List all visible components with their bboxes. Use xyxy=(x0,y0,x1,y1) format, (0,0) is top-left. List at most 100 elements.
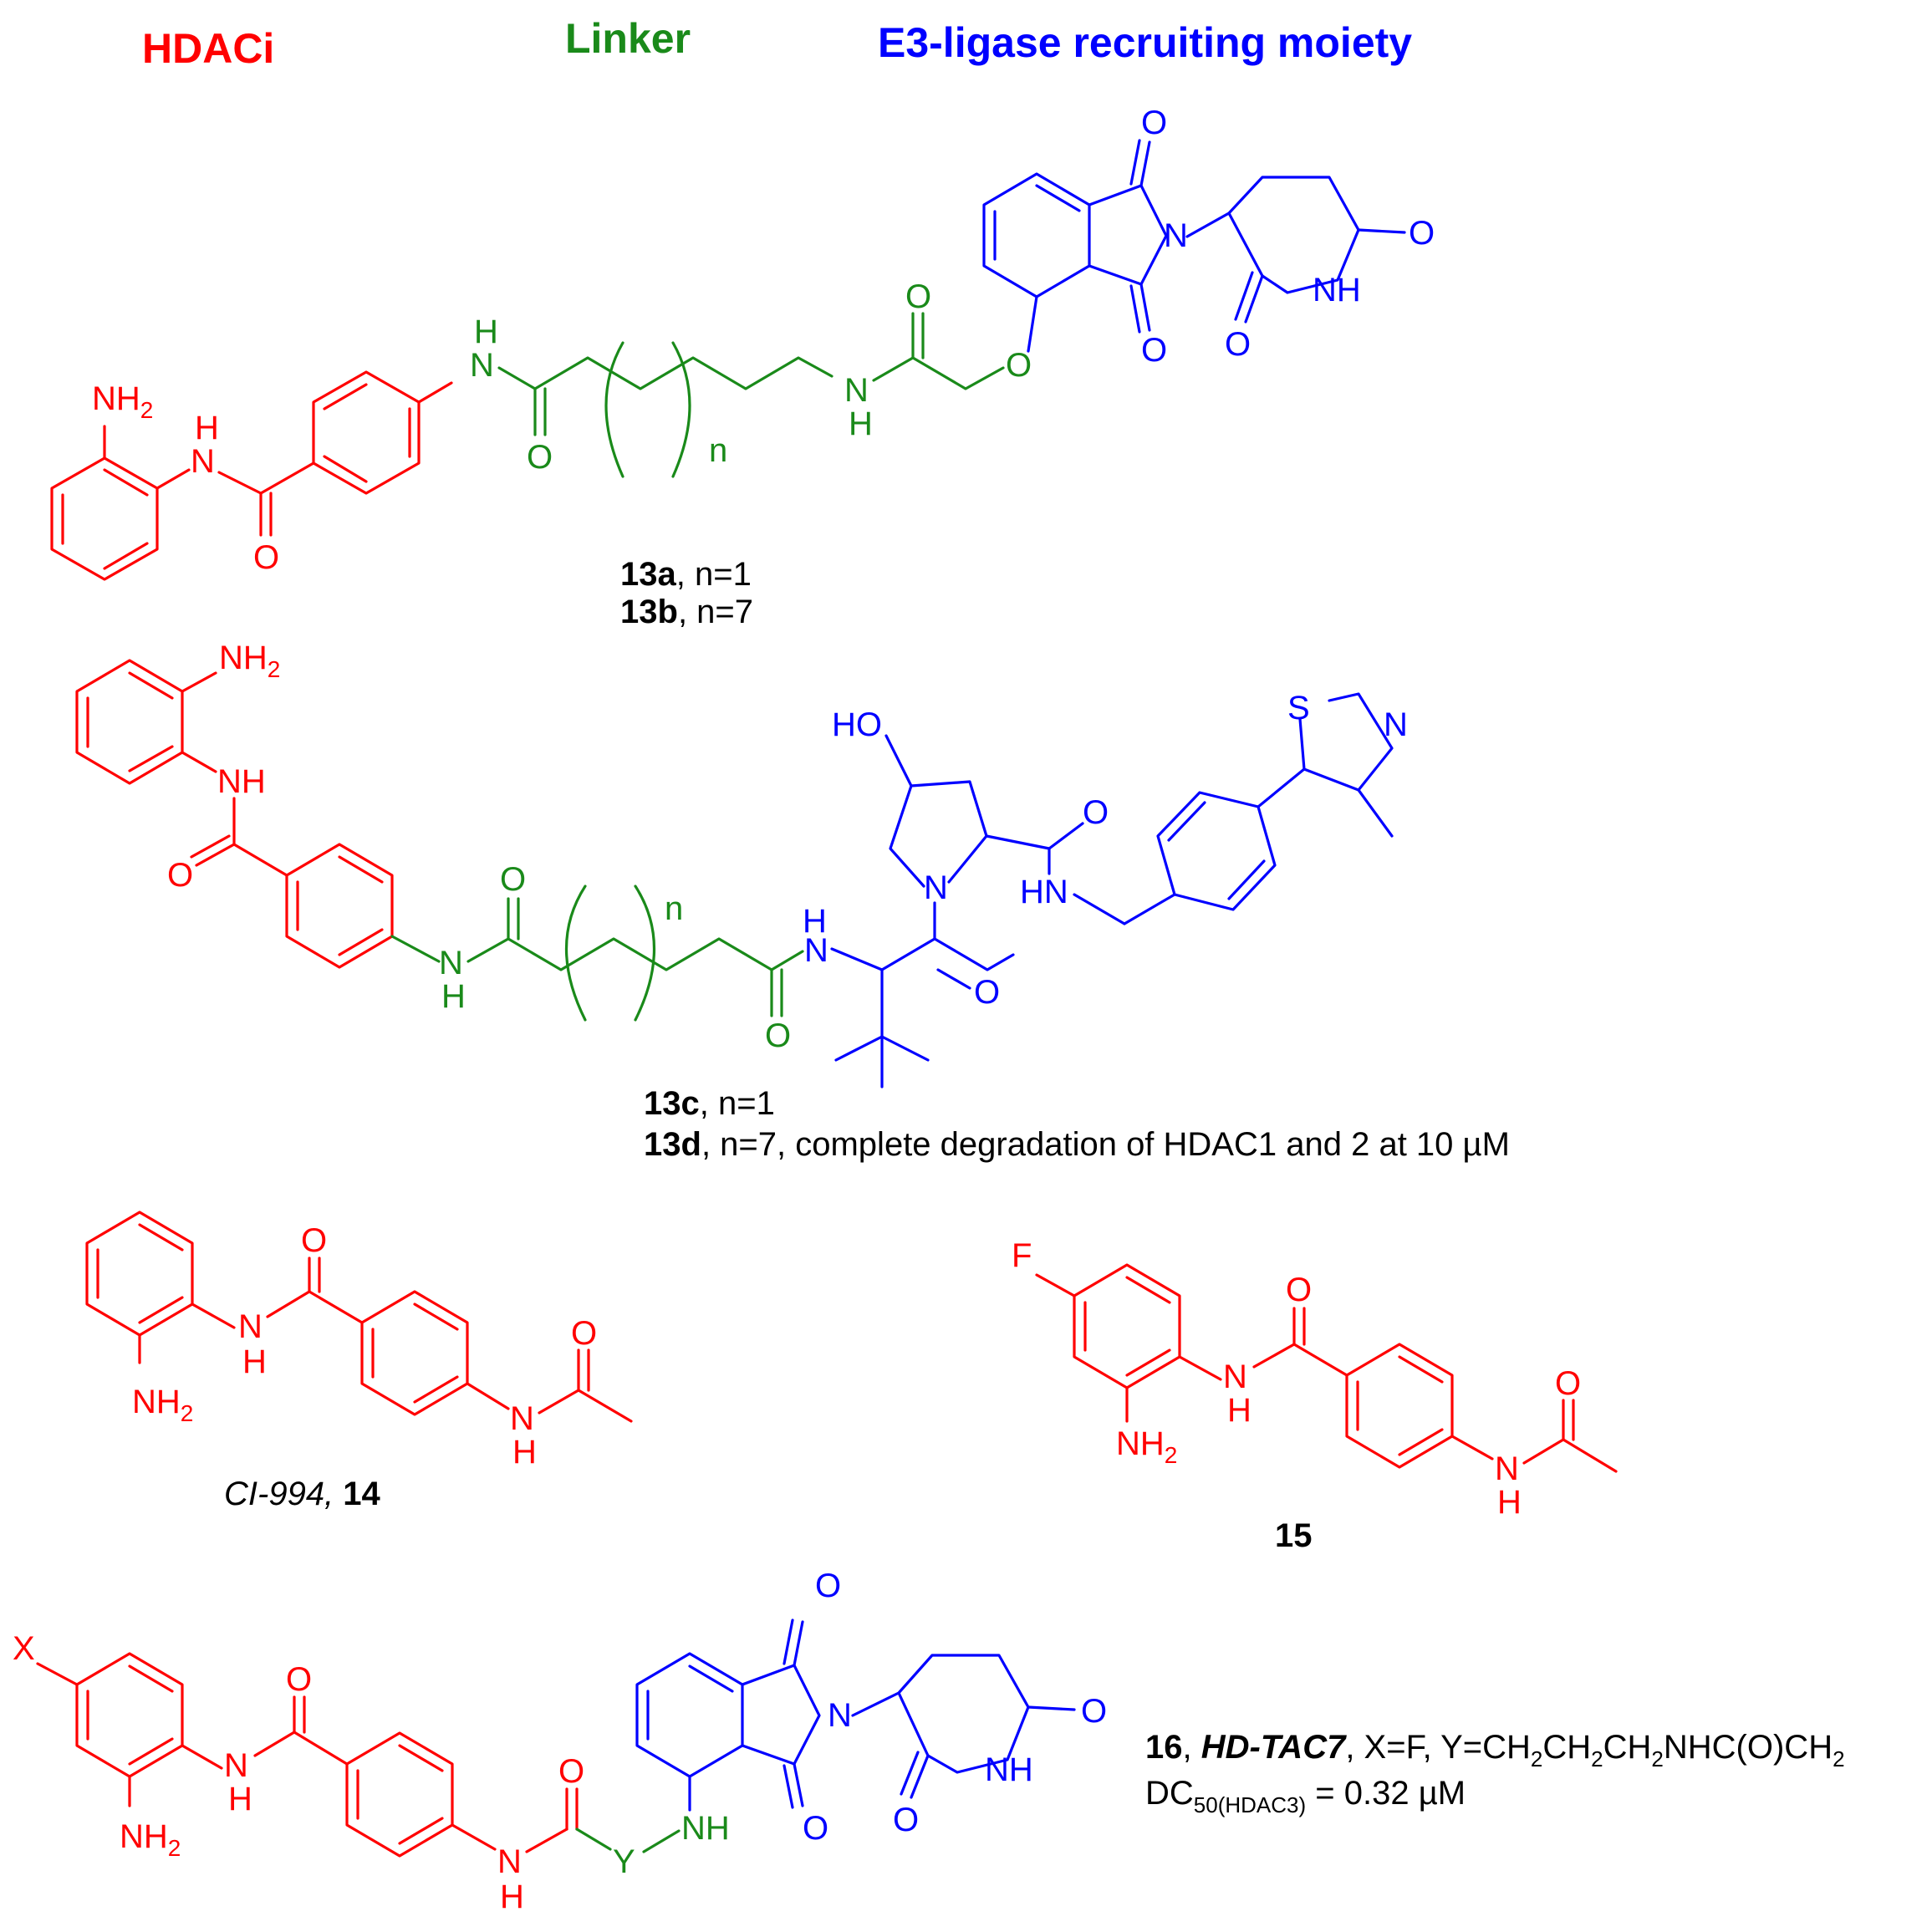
phthalimide-benzo-16 xyxy=(635,1652,744,1778)
imide-co1b-16 xyxy=(782,1618,794,1665)
co-double2-13cd xyxy=(190,834,231,859)
pro-n-13cd: N xyxy=(924,869,948,906)
benzyl-ch2-13cd xyxy=(1073,893,1126,925)
hn-label-13cd: HN xyxy=(1020,874,1068,910)
repeat-n-13ab: n xyxy=(709,432,727,469)
acet-o-15: O xyxy=(1555,1365,1581,1402)
amide-n-bond-13ab xyxy=(155,468,191,490)
f-bond-15 xyxy=(1035,1273,1076,1297)
linker-n2-13ab: N xyxy=(844,372,869,409)
amide-n-15: N xyxy=(1223,1359,1247,1395)
caption-16-dc50: DC50(HDAC3) = 0.32 µM xyxy=(1145,1775,1466,1817)
co-double-13cd xyxy=(195,843,236,867)
ring-nh-14 xyxy=(466,1382,510,1410)
aniline-ring-13cd xyxy=(75,659,184,785)
nh2-label-15: NH2 xyxy=(1116,1425,1177,1468)
glut-nh-16: NH xyxy=(985,1751,1033,1788)
imide-o1-16: O xyxy=(815,1568,841,1604)
n-carbonyl-14 xyxy=(266,1290,311,1318)
linker-h-13ab: H xyxy=(474,314,498,350)
imide-co1b-13ab xyxy=(1129,139,1141,186)
amide-bond-16 xyxy=(181,1744,223,1770)
glut-co1-16 xyxy=(1027,1705,1076,1711)
benzamide-ring-13ab xyxy=(312,370,421,495)
vhl-n-13cd: N xyxy=(804,932,828,969)
linker-o2-13ab: O xyxy=(905,278,931,315)
phthalimide-ring-16 xyxy=(741,1664,821,1766)
amide-h-15: H xyxy=(1227,1392,1251,1429)
carbonyl-ring-13cd xyxy=(232,843,288,877)
compound-15-structure: F NH2 N H O N H O xyxy=(1012,1237,1618,1521)
amide-h-14: H xyxy=(242,1343,267,1380)
aniline-ring-16 xyxy=(75,1652,184,1778)
glut-co2b-13ab xyxy=(1234,271,1254,321)
ring-nh-bond-13ab xyxy=(417,381,453,404)
carbonyl-ring-bond-13ab xyxy=(259,461,315,495)
carbonyl-ring-16 xyxy=(293,1731,349,1766)
benzamide-ring-15 xyxy=(1345,1343,1454,1469)
imide-co2b-16 xyxy=(782,1764,794,1809)
linker-chain-13ab xyxy=(497,356,833,390)
amide-n-14: N xyxy=(238,1308,263,1345)
imide-co2b-13ab xyxy=(1129,284,1141,334)
imide-n-13ab: N xyxy=(1164,217,1188,254)
ring-nh-bond-13cd xyxy=(390,935,441,963)
repeat-bracket-right-13cd xyxy=(634,884,656,1022)
urea-o-16: O xyxy=(558,1753,584,1790)
linker-h2-13ab: H xyxy=(849,405,873,442)
linker-o-13cd: O xyxy=(500,861,526,898)
thiazole-bond-13cd xyxy=(1257,767,1306,808)
ether-o-13ab: O xyxy=(1006,347,1032,384)
amide-nh-13cd: NH xyxy=(217,763,266,800)
urea-y-bond-16 xyxy=(575,1827,612,1851)
acet-h-15: H xyxy=(1497,1484,1522,1521)
benzamide-ring-16 xyxy=(345,1731,454,1858)
benzamide-ring-14 xyxy=(360,1290,469,1416)
linker-n-13ab: N xyxy=(470,347,494,384)
glut-nh-13ab: NH xyxy=(1313,272,1361,308)
fluoro-f-15: F xyxy=(1012,1237,1032,1274)
amide-n-13ab: N xyxy=(191,443,215,480)
glut-co2-13ab xyxy=(1244,274,1264,324)
imide-co2-16 xyxy=(793,1762,804,1807)
vhl-co-a-13cd xyxy=(936,968,971,990)
linker-o2-13cd: O xyxy=(765,1017,791,1054)
repeat-bracket-right-13ab xyxy=(671,341,691,478)
aniline-ring-15 xyxy=(1073,1263,1181,1389)
nh2-bond-13cd xyxy=(181,671,217,693)
linker-n-13cd: N xyxy=(439,945,463,981)
carbonyl-o-13cd: O xyxy=(167,857,193,894)
aniline-ring-14 xyxy=(85,1211,194,1337)
thiazole-ring-13cd xyxy=(1298,692,1394,792)
nh2-label-14: NH2 xyxy=(132,1384,193,1426)
imide-co2-13ab xyxy=(1139,283,1151,332)
y-nh-bond-16 xyxy=(642,1829,681,1853)
nh2-label-16: NH2 xyxy=(120,1818,181,1861)
amide-n-16: N xyxy=(224,1747,248,1784)
repeat-bracket-left-13cd xyxy=(564,884,587,1022)
glut-o1-13ab: O xyxy=(1409,215,1435,252)
acet-me-14 xyxy=(577,1389,633,1423)
phthalimide-benzo-13ab xyxy=(982,172,1091,298)
glut-o2-16: O xyxy=(893,1802,919,1838)
linker-h-13cd: H xyxy=(441,978,466,1015)
glut-o2-13ab: O xyxy=(1225,326,1251,363)
compound-13ab-structure: NH2 H N O H N O n N H O O O xyxy=(50,105,1435,581)
n-carbonyl-15 xyxy=(1252,1343,1296,1369)
pro-o-13cd: O xyxy=(1083,794,1109,831)
thiazole-s-13cd: S xyxy=(1287,690,1310,726)
x-label-16: X xyxy=(13,1630,35,1667)
header-hdaci: HDACi xyxy=(142,25,274,72)
nh2-label-13cd: NH2 xyxy=(219,640,280,682)
y-label-16: Y xyxy=(613,1843,635,1880)
caption-14: CI-994, 14 xyxy=(224,1476,381,1512)
repeat-n-13cd: n xyxy=(665,890,683,927)
acet-n-14: N xyxy=(510,1400,534,1437)
caption-16: 16, HD-TAC7, X=F, Y=CH2CH2CH2NHC(O)CH2 xyxy=(1145,1729,1845,1771)
carbonyl-o-16: O xyxy=(286,1661,312,1698)
compound-13cd-structure: NH2 NH O N H O n O H N O N HO xyxy=(75,640,1408,1088)
benzyl-ring-13cd xyxy=(1156,791,1277,911)
imide-o1-13ab: O xyxy=(1141,105,1167,141)
